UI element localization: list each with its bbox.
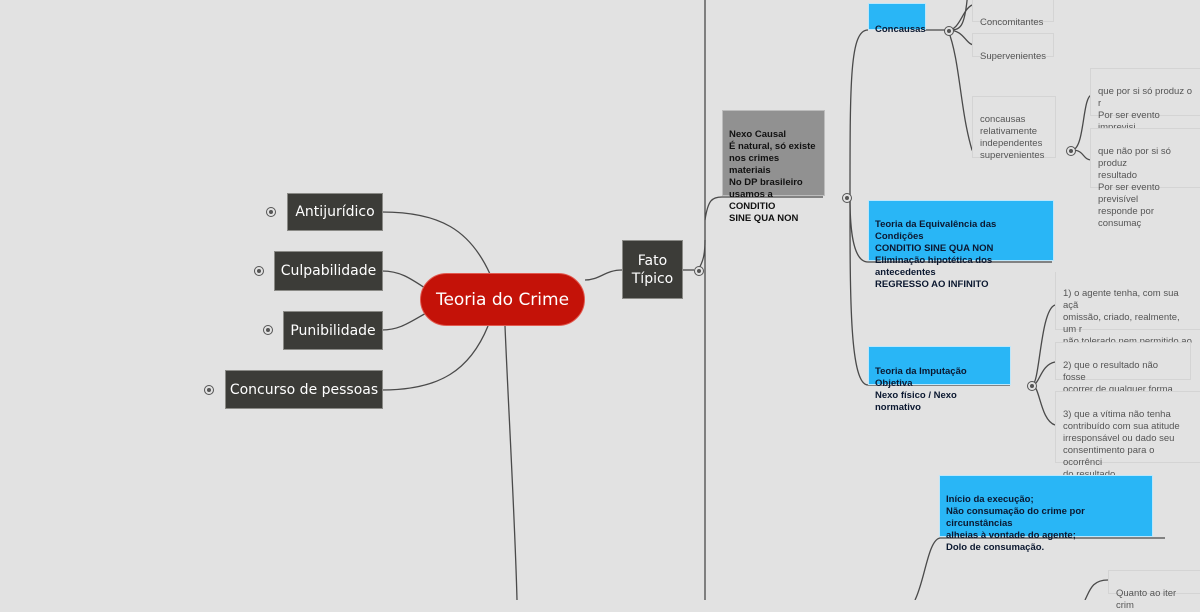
node-text: Nexo Causal É natural, só existe nos cri… — [729, 129, 816, 224]
collapse-toggle-concurso[interactable] — [204, 385, 214, 395]
collapse-toggle-fato-tipico[interactable] — [694, 266, 704, 276]
node-text: Teoria da Equivalência das Condições CON… — [875, 219, 997, 290]
node-text: 3) que a vítima não tenha contribuído co… — [1063, 409, 1180, 480]
node-punibilidade[interactable]: Punibilidade — [283, 311, 383, 350]
node-label: Culpabilidade — [280, 263, 377, 279]
node-label: Fato Típico — [631, 252, 674, 287]
node-teoria-imputacao[interactable]: Teoria da Imputação Objetiva Nexo físico… — [868, 346, 1011, 413]
collapse-toggle-antijuridico[interactable] — [266, 207, 276, 217]
node-por-si-so-produz[interactable]: que por si só produz o r Por ser evento … — [1090, 68, 1200, 145]
node-imputacao-item-3[interactable]: 3) que a vítima não tenha contribuído co… — [1055, 391, 1200, 480]
node-text: 2) que o resultado não fosse ocorrer de … — [1063, 360, 1173, 395]
node-nao-por-si-so[interactable]: que não por si só produz resultado Por s… — [1090, 128, 1200, 229]
node-concomitantes[interactable]: Concomitantes — [972, 0, 1054, 28]
node-imputacao-item-2[interactable]: 2) que o resultado não fosse ocorrer de … — [1055, 342, 1191, 395]
node-tentativa[interactable]: Início da execução; Não consumação do cr… — [939, 475, 1153, 553]
node-concurso-de-pessoas[interactable]: Concurso de pessoas — [225, 370, 383, 409]
collapse-toggle-nexo-causal[interactable] — [842, 193, 852, 203]
node-supervenientes[interactable]: Supervenientes — [972, 33, 1054, 62]
node-label: Supervenientes — [980, 51, 1047, 62]
collapse-toggle-imputacao[interactable] — [1027, 381, 1037, 391]
node-label: Concausas — [875, 24, 926, 35]
node-label: concausas relativamente independentes su… — [980, 114, 1045, 161]
node-culpabilidade[interactable]: Culpabilidade — [274, 251, 383, 291]
node-iter-criminis[interactable]: Quanto ao iter crim — [1108, 570, 1200, 611]
root-node[interactable]: Teoria do Crime — [420, 273, 585, 326]
collapse-toggle-punibilidade[interactable] — [263, 325, 273, 335]
node-text: Teoria da Imputação Objetiva Nexo físico… — [875, 366, 967, 413]
node-label: Concomitantes — [980, 17, 1044, 28]
node-teoria-equivalencia[interactable]: Teoria da Equivalência das Condições CON… — [868, 200, 1054, 290]
node-text: que não por si só produz resultado Por s… — [1098, 146, 1171, 229]
node-imputacao-item-1[interactable]: 1) o agente tenha, com sua açã omissão, … — [1055, 272, 1200, 371]
collapse-toggle-relativamente[interactable] — [1066, 146, 1076, 156]
node-relativamente-independentes[interactable]: concausas relativamente independentes su… — [972, 96, 1056, 161]
collapse-toggle-concausas[interactable] — [944, 26, 954, 36]
node-label: Punibilidade — [290, 322, 376, 339]
node-antijuridico[interactable]: Antijurídico — [287, 193, 383, 231]
node-label: Concurso de pessoas — [229, 381, 379, 398]
root-label: Teoria do Crime — [435, 289, 570, 310]
node-text: Início da execução; Não consumação do cr… — [946, 494, 1085, 553]
node-label: Antijurídico — [295, 204, 375, 220]
node-nexo-causal[interactable]: Nexo Causal É natural, só existe nos cri… — [722, 110, 825, 224]
node-fato-tipico[interactable]: Fato Típico — [622, 240, 683, 299]
node-concausas[interactable]: Concausas — [868, 3, 926, 35]
collapse-toggle-culpabilidade[interactable] — [254, 266, 264, 276]
